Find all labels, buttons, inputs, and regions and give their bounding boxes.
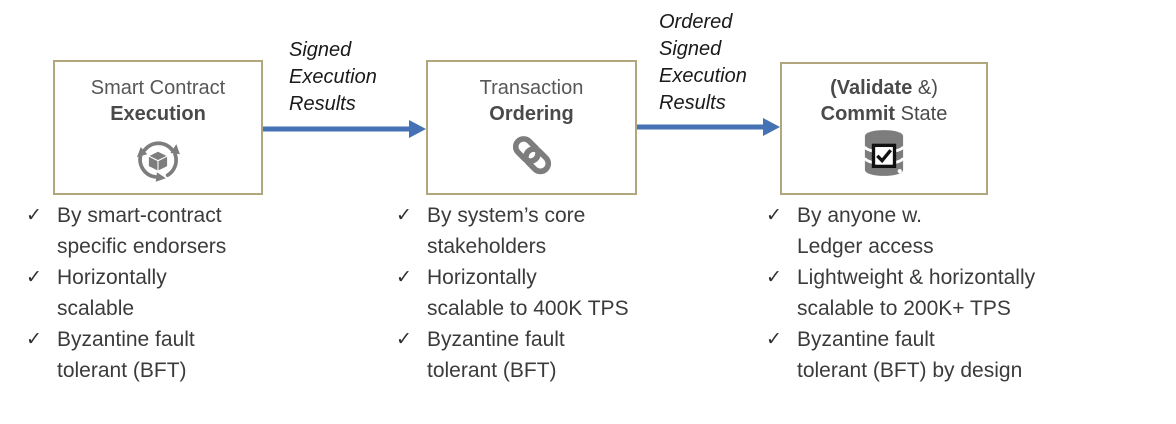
checkmark-icon: ✓ (766, 205, 782, 226)
bullet-text: Byzantine fault tolerant (BFT) (57, 328, 195, 382)
checkmark-icon: ✓ (26, 329, 42, 350)
execution-cycle-icon (55, 131, 261, 187)
arrow-label-signed-results: Signed Execution Results (289, 39, 377, 115)
bullet-item: ✓ Byzantine fault tolerant (BFT) (26, 324, 356, 386)
checkmark-icon: ✓ (26, 267, 42, 288)
bullet-list-commit: ✓ By anyone w. Ledger access ✓ Lightweig… (766, 200, 1166, 386)
bullet-text: Horizontally scalable to 400K TPS (427, 266, 629, 320)
bullet-item: ✓ Horizontally scalable (26, 262, 356, 324)
bullet-item: ✓ By anyone w. Ledger access (766, 200, 1166, 262)
stage-title-line1: Smart Contract (90, 77, 226, 99)
checkmark-icon: ✓ (766, 267, 782, 288)
stage-title-line1: (Validate &) (830, 77, 938, 99)
bullet-item: ✓ Lightweight & horizontally scalable to… (766, 262, 1166, 324)
bullet-list-execution: ✓ By smart-contract specific endorsers ✓… (26, 200, 356, 386)
bullet-text: Byzantine fault tolerant (BFT) by design (797, 328, 1023, 382)
checkmark-icon: ✓ (396, 205, 412, 226)
bullet-item: ✓ Byzantine fault tolerant (BFT) by desi… (766, 324, 1166, 386)
bullet-item: ✓ By smart-contract specific endorsers (26, 200, 356, 262)
bullet-text: Byzantine fault tolerant (BFT) (427, 328, 565, 382)
checkmark-icon: ✓ (26, 205, 42, 226)
arrow-ordered-signed-results (637, 118, 780, 136)
stage-box-execution: Smart Contract Execution (53, 60, 263, 195)
stage-title-commit: (Validate &) Commit State (782, 64, 986, 127)
bullet-text: By anyone w. Ledger access (797, 204, 934, 258)
stage-title-line2: Ordering (489, 103, 574, 125)
checkmark-icon: ✓ (766, 329, 782, 350)
stage-title-line2: Execution (110, 103, 206, 125)
database-commit-icon (782, 128, 986, 178)
stage-title-ordering: Transaction Ordering (428, 62, 635, 127)
stage-title-line2: Commit State (820, 103, 948, 125)
bullet-item: ✓ By system’s core stakeholders (396, 200, 736, 262)
bullet-text: Lightweight & horizontally scalable to 2… (797, 266, 1036, 320)
bullet-text: Horizontally scalable (57, 266, 167, 320)
checkmark-icon: ✓ (396, 267, 412, 288)
bullet-item: ✓ Byzantine fault tolerant (BFT) (396, 324, 736, 386)
bullet-text: By smart-contract specific endorsers (57, 204, 227, 258)
chain-link-icon (428, 131, 635, 183)
stage-title-line1: Transaction (479, 77, 584, 99)
stage-box-commit: (Validate &) Commit State (780, 62, 988, 195)
arrow-label-ordered-signed-results: Ordered Signed Execution Results (659, 11, 747, 114)
stage-box-ordering: Transaction Ordering (426, 60, 637, 195)
bullet-text: By system’s core stakeholders (427, 204, 586, 258)
arrow-signed-results (263, 120, 426, 138)
stage-title-execution: Smart Contract Execution (55, 62, 261, 127)
checkmark-icon: ✓ (396, 329, 412, 350)
bullet-item: ✓ Horizontally scalable to 400K TPS (396, 262, 736, 324)
bullet-list-ordering: ✓ By system’s core stakeholders ✓ Horizo… (396, 200, 736, 386)
